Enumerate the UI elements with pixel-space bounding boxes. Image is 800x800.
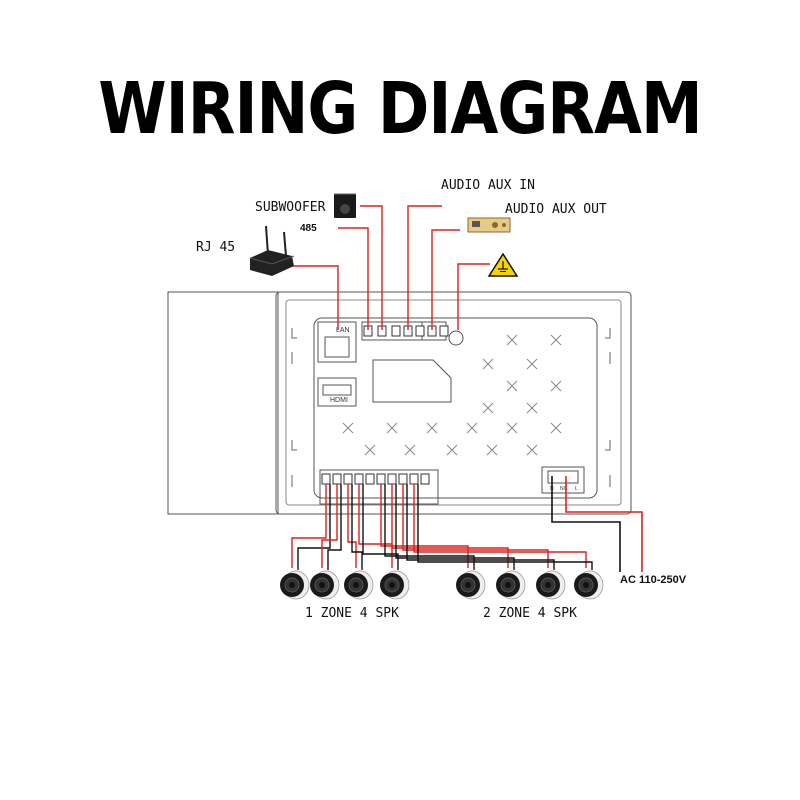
- subwoofer-wire: [360, 205, 383, 330]
- power-wires: [551, 476, 643, 572]
- bottom-terminal-screw: [321, 473, 331, 485]
- speaker-icon: [310, 570, 340, 600]
- bottom-terminal-screw: [420, 473, 430, 485]
- vent-mark: [386, 422, 398, 434]
- vent-mark: [364, 444, 376, 456]
- speaker-wires: [291, 484, 593, 570]
- amplifier-icon: [467, 217, 511, 233]
- vent-mark: [426, 422, 438, 434]
- power-socket: [541, 466, 585, 494]
- rs485-label: 485: [300, 223, 317, 234]
- bottom-terminal-screw: [387, 473, 397, 485]
- ac-power-label: AC 110-250V: [620, 574, 687, 586]
- audio-in-wire: [407, 205, 442, 330]
- speaker-positive-wire: [380, 484, 469, 568]
- ground-wire: [457, 263, 490, 330]
- vent-mark: [482, 402, 494, 414]
- speaker-icon: [280, 570, 310, 600]
- vent-mark: [482, 358, 494, 370]
- top-terminal-screw: [415, 325, 425, 337]
- subwoofer-label: SUBWOOFER: [255, 200, 326, 215]
- speaker-icon: [574, 570, 604, 600]
- vent-mark: [466, 422, 478, 434]
- vent-mark: [342, 422, 354, 434]
- vent-mark: [550, 334, 562, 346]
- audio-aux-in-label: AUDIO AUX IN: [441, 178, 535, 193]
- speaker-icon: [496, 570, 526, 600]
- bottom-terminal-screw: [398, 473, 408, 485]
- zone2-label: 2 ZONE 4 SPK: [483, 606, 577, 621]
- vent-mark: [550, 380, 562, 392]
- diagram-title: WIRING DIAGRAM: [98, 66, 702, 151]
- speaker-negative-wire: [417, 484, 593, 570]
- vent-mark: [506, 380, 518, 392]
- device-panel: [167, 291, 632, 515]
- speaker-negative-wire: [362, 484, 399, 570]
- speaker-positive-wire: [413, 484, 587, 568]
- top-terminal-screw: [439, 325, 449, 337]
- live-text: L: [575, 486, 578, 492]
- rj45-label: RJ 45: [196, 240, 236, 255]
- speaker-positive-wire: [321, 484, 338, 568]
- vent-mark: [526, 402, 538, 414]
- vent-mark: [446, 444, 458, 456]
- hdmi-text: HDMI: [330, 397, 348, 404]
- speaker-icon: [344, 570, 374, 600]
- vent-mark: [486, 444, 498, 456]
- bottom-terminal-screw: [354, 473, 364, 485]
- vent-mark: [506, 334, 518, 346]
- speaker-negative-wire: [406, 484, 555, 570]
- top-terminal-screw: [391, 325, 401, 337]
- speaker-positive-wire: [402, 484, 549, 568]
- nc-text: NC: [560, 486, 568, 492]
- vent-mark: [526, 358, 538, 370]
- speaker-icon: [456, 570, 486, 600]
- bottom-terminal-screw: [332, 473, 342, 485]
- vent-mark: [506, 422, 518, 434]
- vent-mark: [404, 444, 416, 456]
- bottom-terminal-screw: [409, 473, 419, 485]
- audio-aux-out-label: AUDIO AUX OUT: [505, 202, 607, 217]
- bottom-terminal-screw: [343, 473, 353, 485]
- ground-warning-icon: [487, 252, 519, 277]
- ground-post: [448, 330, 464, 346]
- speaker-negative-wire: [395, 484, 515, 570]
- bottom-terminal-screw: [376, 473, 386, 485]
- vent-pattern: [342, 334, 562, 456]
- bottom-terminal-screw: [365, 473, 375, 485]
- speaker-negative-wire: [384, 484, 475, 570]
- bottom-terminal-block: [319, 469, 439, 505]
- vent-mark: [550, 422, 562, 434]
- lan-text: LAN: [336, 327, 350, 334]
- router-icon: [249, 225, 295, 276]
- speaker-icon: [380, 570, 410, 600]
- panel-board: [313, 317, 598, 499]
- subwoofer-icon: [334, 193, 356, 218]
- speaker-negative-wire: [327, 484, 342, 570]
- rs485-wire: [338, 227, 369, 330]
- speaker-negative-wire: [297, 484, 331, 570]
- hdmi-port: [317, 377, 357, 407]
- speaker-group: [280, 570, 604, 600]
- zone1-label: 1 ZONE 4 SPK: [305, 606, 399, 621]
- speaker-negative-wire: [351, 484, 363, 570]
- top-wires: [290, 205, 490, 330]
- lan-port: [317, 321, 357, 363]
- audio-out-wire: [431, 229, 460, 330]
- speaker-icon: [536, 570, 566, 600]
- panel-frame: [275, 291, 632, 515]
- vent-mark: [526, 444, 538, 456]
- rj45-wire: [290, 265, 339, 330]
- speaker-positive-wire: [291, 484, 327, 568]
- side-box: [167, 291, 279, 515]
- chip-area: [372, 359, 452, 403]
